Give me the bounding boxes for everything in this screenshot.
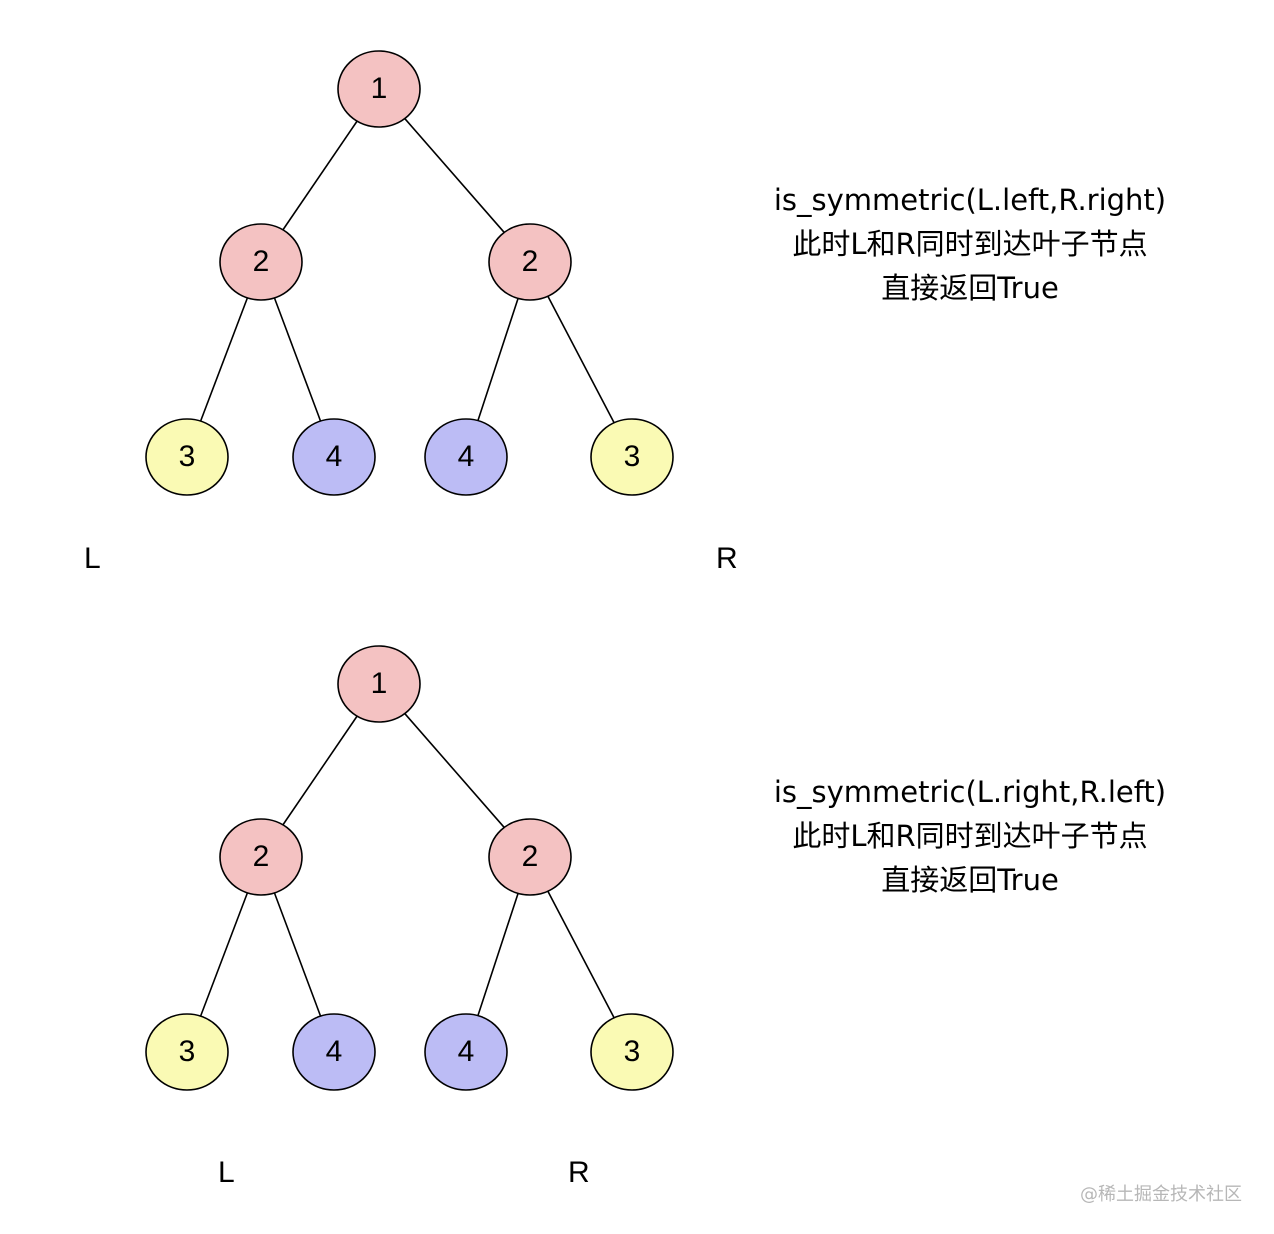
edge-n2r-n3b (547, 295, 615, 424)
edge-n2r-n3b (547, 890, 615, 1019)
note-top-line-1: is_symmetric(L.left,R.right) (773, 183, 1167, 217)
note-bottom-line-1: is_symmetric(L.right,R.left) (773, 775, 1167, 809)
node-shape (292, 1013, 376, 1091)
tree-node-n2l: 2 (219, 818, 303, 896)
node-shape (337, 645, 421, 723)
tree-node-n1: 1 (337, 50, 421, 128)
node-shape (337, 50, 421, 128)
tree-node-n4a: 4 (292, 1013, 376, 1091)
node-shape (590, 418, 674, 496)
edge-n1-n2l (282, 120, 358, 231)
tree-node-n3b: 3 (590, 418, 674, 496)
edge-n1-n2l (282, 715, 358, 826)
tree-node-n3b: 3 (590, 1013, 674, 1091)
note-top-line-2: 此时L和R同时到达叶子节点 (792, 227, 1148, 261)
node-label: 3 (624, 440, 641, 473)
node-label: 4 (326, 1035, 343, 1068)
note-top: is_symmetric(L.left,R.right) 此时L和R同时到达叶子… (740, 178, 1200, 310)
edge-n1-n2r (404, 118, 505, 233)
tree-panel-bottom: 1 2 2 3 4 4 3 (145, 645, 674, 1091)
node-label: 2 (253, 245, 270, 278)
left-marker-top: L (84, 542, 101, 575)
note-bottom-line-2: 此时L和R同时到达叶子节点 (792, 819, 1148, 853)
node-shape (219, 223, 303, 301)
left-marker-bottom: L (218, 1156, 235, 1189)
node-label: 2 (253, 840, 270, 873)
node-shape (488, 223, 572, 301)
right-marker-bottom: R (568, 1156, 590, 1189)
node-label: 4 (458, 1035, 475, 1068)
node-label: 3 (179, 440, 196, 473)
node-shape (145, 1013, 229, 1091)
node-shape (219, 818, 303, 896)
edge-n2r-n4b (477, 298, 519, 421)
node-shape (145, 418, 229, 496)
node-label: 2 (522, 840, 539, 873)
note-bottom: is_symmetric(L.right,R.left) 此时L和R同时到达叶子… (740, 770, 1200, 902)
tree-node-n2r: 2 (488, 223, 572, 301)
node-label: 3 (179, 1035, 196, 1068)
edge-n2l-n3a (199, 892, 249, 1017)
note-bottom-line-3: 直接返回True (881, 863, 1059, 897)
node-shape (424, 1013, 508, 1091)
node-shape (590, 1013, 674, 1091)
edge-n2l-n4a (273, 297, 322, 422)
tree-node-n3a: 3 (145, 418, 229, 496)
tree-node-n4b: 4 (424, 418, 508, 496)
node-shape (424, 418, 508, 496)
edge-n1-n2r (404, 713, 505, 828)
node-shape (488, 818, 572, 896)
edge-n2l-n4a (273, 892, 322, 1017)
tree-panel-top: 1 2 2 3 4 4 3 (145, 50, 674, 496)
edge-n2l-n3a (199, 297, 249, 422)
note-top-line-3: 直接返回True (881, 271, 1059, 305)
tree-node-n2l: 2 (219, 223, 303, 301)
node-label: 1 (371, 72, 388, 105)
node-label: 1 (371, 667, 388, 700)
right-marker-top: R (716, 542, 738, 575)
watermark: @稀土掘金技术社区 (1080, 1184, 1242, 1205)
tree-node-n1: 1 (337, 645, 421, 723)
node-shape (292, 418, 376, 496)
node-label: 2 (522, 245, 539, 278)
node-label: 3 (624, 1035, 641, 1068)
tree-node-n3a: 3 (145, 1013, 229, 1091)
tree-node-n2r: 2 (488, 818, 572, 896)
tree-node-n4a: 4 (292, 418, 376, 496)
node-label: 4 (326, 440, 343, 473)
tree-node-n4b: 4 (424, 1013, 508, 1091)
edge-n2r-n4b (477, 893, 519, 1016)
node-label: 4 (458, 440, 475, 473)
